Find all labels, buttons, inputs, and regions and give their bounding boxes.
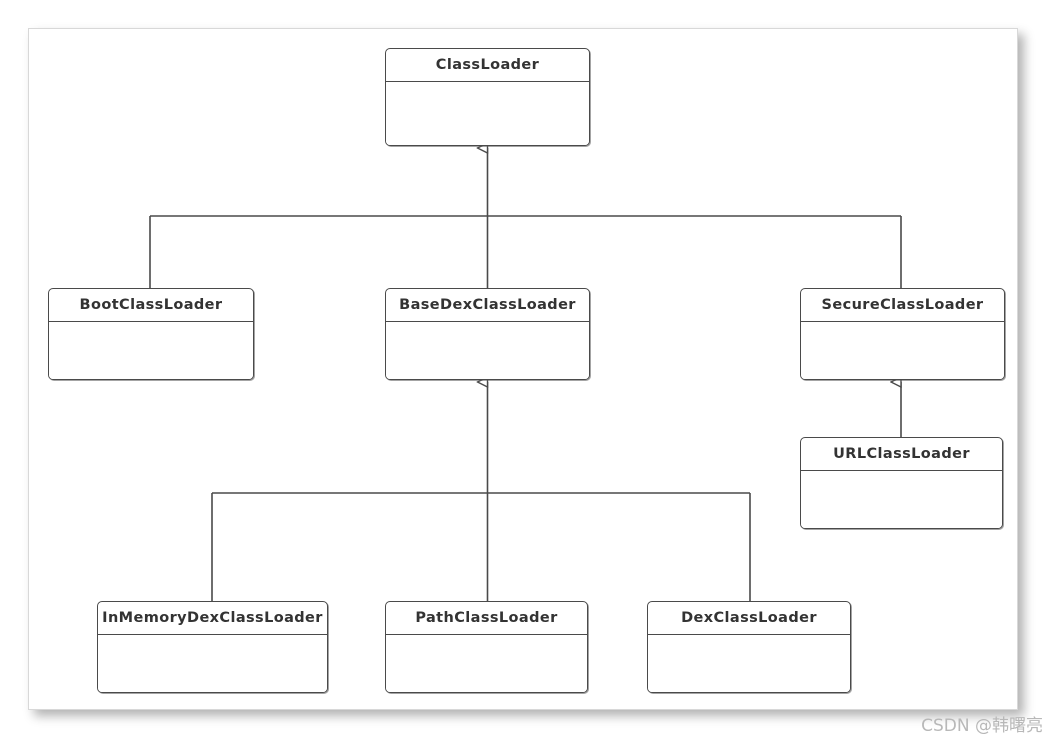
class-name-secureclassloader: SecureClassLoader [801, 289, 1004, 322]
class-box-pathclassloader[interactable]: PathClassLoader [385, 601, 588, 693]
class-box-bootclassloader[interactable]: BootClassLoader [48, 288, 254, 380]
class-name-pathclassloader: PathClassLoader [386, 602, 587, 635]
class-box-urlclassloader[interactable]: URLClassLoader [800, 437, 1003, 529]
class-name-urlclassloader: URLClassLoader [801, 438, 1002, 471]
class-body-urlclassloader [801, 471, 1002, 528]
class-name-dexclassloader: DexClassLoader [648, 602, 850, 635]
class-box-basedexclassloader[interactable]: BaseDexClassLoader [385, 288, 590, 380]
class-name-classloader: ClassLoader [386, 49, 589, 82]
class-name-basedexclassloader: BaseDexClassLoader [386, 289, 589, 322]
class-body-inmemorydexclassloader [98, 635, 327, 692]
class-box-inmemorydexclassloader[interactable]: InMemoryDexClassLoader [97, 601, 328, 693]
class-name-bootclassloader: BootClassLoader [49, 289, 253, 322]
class-box-secureclassloader[interactable]: SecureClassLoader [800, 288, 1005, 380]
class-body-dexclassloader [648, 635, 850, 692]
class-body-bootclassloader [49, 322, 253, 379]
csdn-watermark: CSDN @韩曙亮 [921, 716, 1043, 736]
class-name-inmemorydexclassloader: InMemoryDexClassLoader [98, 602, 327, 635]
class-box-dexclassloader[interactable]: DexClassLoader [647, 601, 851, 693]
class-body-classloader [386, 82, 589, 145]
class-body-basedexclassloader [386, 322, 589, 379]
class-body-secureclassloader [801, 322, 1004, 379]
class-body-pathclassloader [386, 635, 587, 692]
class-box-classloader[interactable]: ClassLoader [385, 48, 590, 146]
